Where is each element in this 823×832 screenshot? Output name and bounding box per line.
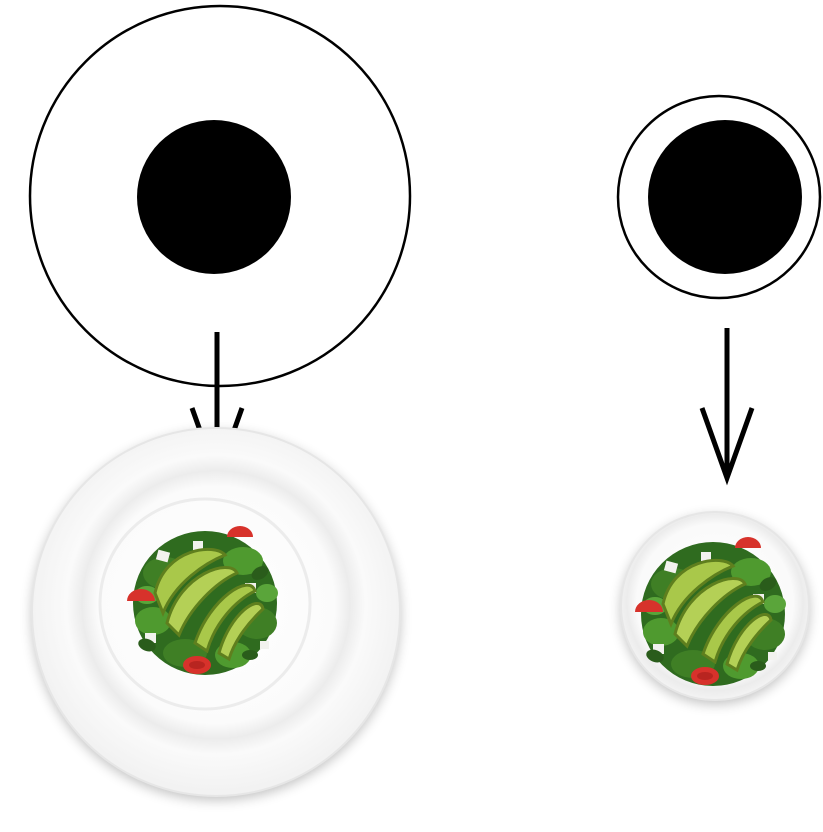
small-plate-with-salad — [621, 512, 809, 700]
small-ring-with-dot-icon — [618, 96, 820, 298]
down-arrow-icon — [702, 328, 752, 478]
large-plate-with-salad — [32, 428, 400, 796]
large-ring-with-dot-icon — [30, 6, 410, 386]
